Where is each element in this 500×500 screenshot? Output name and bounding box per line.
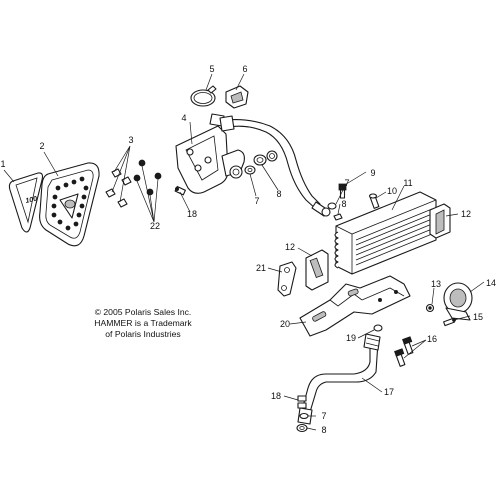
callout-21: 21 xyxy=(256,263,266,273)
part-11-oil-cooler xyxy=(334,191,437,275)
callout-7-mid: 7 xyxy=(344,178,349,188)
copyright-line-3: of Polaris Industries xyxy=(105,329,181,339)
cooler-fins xyxy=(355,208,433,266)
copyright-line-2: HAMMER is a Trademark xyxy=(94,318,192,328)
callout-8-lower: 8 xyxy=(321,425,326,435)
part-21-strap xyxy=(277,261,297,297)
part-15-bolt xyxy=(443,317,456,327)
callout-16: 16 xyxy=(427,334,437,344)
callout-7-upper: 7 xyxy=(254,196,259,206)
callout-6: 6 xyxy=(242,64,247,74)
callout-20: 20 xyxy=(280,319,290,329)
part-2-grille-panel xyxy=(39,162,100,247)
callout-18-upper: 18 xyxy=(187,209,197,219)
part-19-o-ring xyxy=(373,324,383,332)
callout-4: 4 xyxy=(181,113,186,123)
part-3-clips xyxy=(105,168,132,208)
callout-17: 17 xyxy=(384,387,394,397)
callout-8-upper: 8 xyxy=(276,189,281,199)
part-1-badge: 100 xyxy=(8,172,44,233)
callout-22: 22 xyxy=(150,221,160,231)
part-13-nut xyxy=(425,303,435,313)
callout-18-lower: 18 xyxy=(271,391,281,401)
callout-15: 15 xyxy=(473,312,483,322)
callout-19: 19 xyxy=(346,333,356,343)
part-5-hose-clamp xyxy=(190,85,217,107)
upper-oil-hose xyxy=(219,115,331,217)
callout-8-mid: 8 xyxy=(341,199,346,209)
part-6-clamp-bracket xyxy=(225,85,249,109)
callout-9: 9 xyxy=(370,168,375,178)
part-14-fan xyxy=(443,282,473,321)
part-12-bracket-left xyxy=(305,249,329,291)
callout-5: 5 xyxy=(209,64,214,74)
part-12-bracket-right xyxy=(429,203,451,239)
part-20-mounting-plate xyxy=(299,275,411,337)
part-7-washer-upper xyxy=(244,165,256,175)
leader-lines xyxy=(3,73,485,431)
part-8-washer-mid xyxy=(333,213,343,221)
grille-perforations xyxy=(51,176,89,231)
callout-1: 1 xyxy=(0,159,5,169)
callout-13: 13 xyxy=(431,279,441,289)
callout-12-left: 12 xyxy=(285,242,295,252)
callout-14: 14 xyxy=(486,278,496,288)
callout-7-lower: 7 xyxy=(321,411,326,421)
badge-text: 100 xyxy=(25,196,38,205)
part-18-clip-lower xyxy=(297,395,307,409)
part-18-bolt-upper xyxy=(174,185,186,196)
part-4-bracket xyxy=(175,113,245,194)
part-9-bolt xyxy=(338,183,347,199)
callout-12-right: 12 xyxy=(461,209,471,219)
copyright-line-1: © 2005 Polaris Sales Inc. xyxy=(94,307,192,317)
callout-3: 3 xyxy=(128,135,133,145)
part-16-bolts xyxy=(394,336,414,367)
callout-10: 10 xyxy=(387,186,397,196)
callout-11: 11 xyxy=(403,178,412,188)
callout-labels: 1 2 3 4 5 6 7 8 7 8 9 10 11 12 12 21 20 … xyxy=(0,64,496,435)
part-17-lower-hose xyxy=(297,333,381,425)
part-8-fitting-lower xyxy=(296,423,308,433)
part-22-nuts xyxy=(133,159,162,196)
part-7-washer-mid xyxy=(327,202,337,210)
part-10-pin xyxy=(368,193,380,209)
part-7-washer-lower xyxy=(299,412,309,420)
callout-2: 2 xyxy=(39,141,44,151)
copyright-notice: © 2005 Polaris Sales Inc. HAMMER is a Tr… xyxy=(78,307,208,340)
part-8-fitting-upper xyxy=(253,150,278,166)
